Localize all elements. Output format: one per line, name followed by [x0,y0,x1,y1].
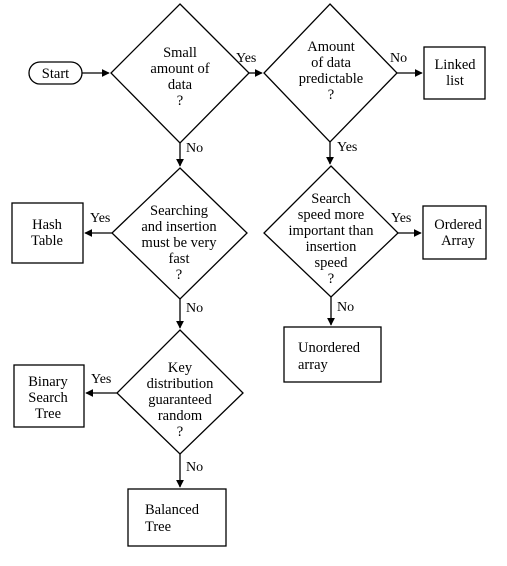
label-line: ? [176,267,182,283]
label-line: insertion [306,239,357,255]
edge-label-fast-yes: Yes [90,211,110,226]
edge-label-speed-yes: Yes [391,211,411,226]
label-line: ? [177,424,183,440]
label-line: distribution [147,376,215,392]
label-line: speed more [298,207,364,223]
label-line: important than [289,223,375,239]
start-terminal-label: Start [42,66,69,82]
label-line: speed [314,255,348,271]
label-line: predictable [299,71,363,87]
label-line: Unordered [298,340,361,356]
label-line: Amount [307,39,355,55]
label-line: Search [28,390,68,406]
label-line: and insertion [141,219,217,235]
edge-label-random-yes: Yes [91,372,111,387]
label-line: Binary [28,374,68,390]
label-line: fast [169,251,190,267]
label-line: Table [31,233,63,249]
label-line: ? [328,271,334,287]
edge-label-predictable-no: No [390,51,407,66]
label-line: ? [328,87,334,103]
label-line: Hash [32,217,63,233]
label-line: Balanced [145,502,200,518]
label-line: array [298,357,329,373]
label-line: Small [163,45,197,61]
label-line: Start [42,66,69,82]
label-line: data [168,77,193,93]
label-line: Search [311,191,351,207]
start-terminal: Start [28,61,83,85]
label-line: Searching [150,203,208,219]
label-line: Key [168,360,193,376]
label-line: Ordered [434,217,482,233]
label-line: guaranteed [148,392,212,408]
edge-label-random-no: No [186,460,203,475]
edge-label-small-yes: Yes [236,51,256,66]
label-line: Tree [145,519,171,535]
label-line: Linked [434,57,476,73]
edge-label-fast-no: No [186,301,203,316]
label-line: ? [177,93,183,109]
label-line: Array [441,233,476,249]
label-line: random [158,408,203,424]
label-line: of data [311,55,351,71]
edge-label-small-no: No [186,141,203,156]
edge-label-predictable-yes: Yes [337,140,357,155]
label-line: Tree [35,406,61,422]
label-line: amount of [150,61,209,77]
label-line: list [446,73,464,89]
label-line: must be very [142,235,218,251]
edge-label-speed-no: No [337,300,354,315]
